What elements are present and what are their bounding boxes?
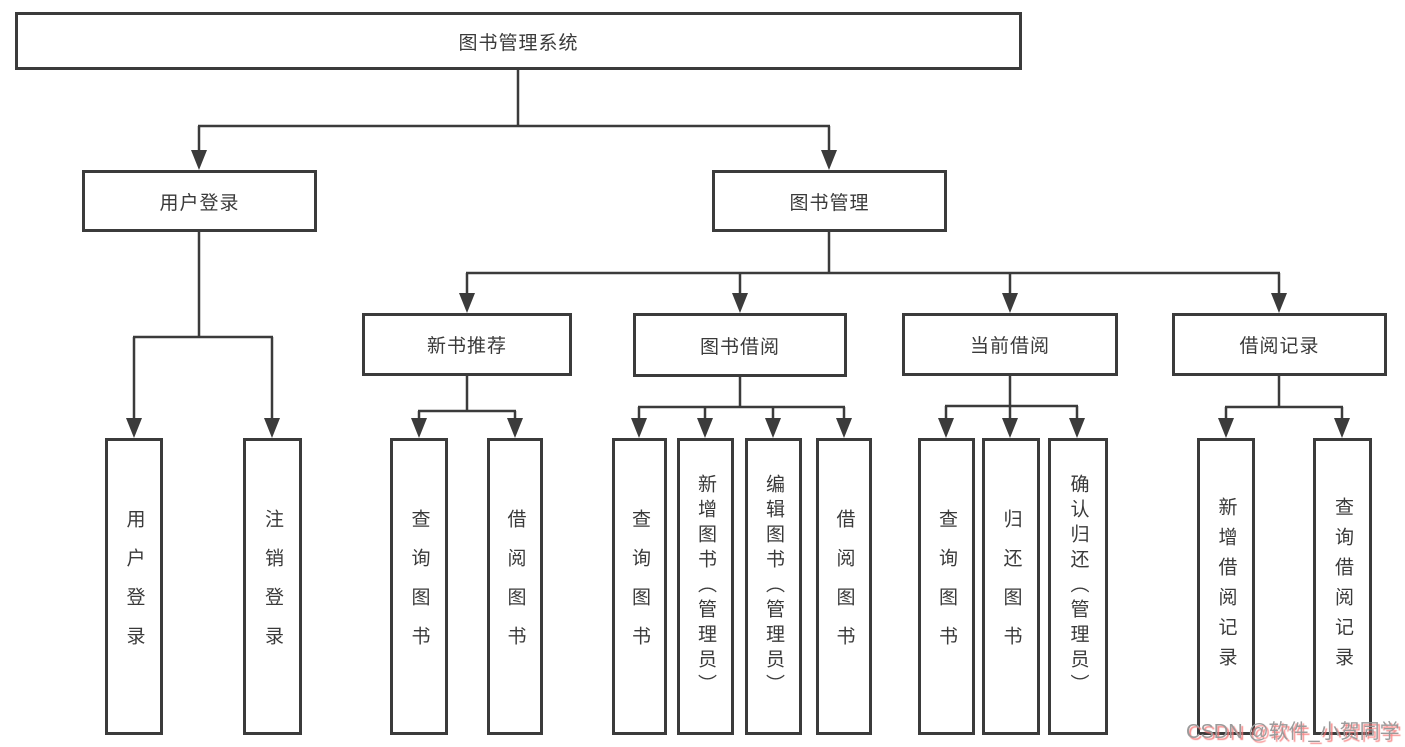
node-root: 图书管理系统 [15, 12, 1022, 70]
node-new-book-recommend: 新书推荐 [362, 313, 572, 376]
leaf-label: 新增图书（管理员） [695, 474, 716, 699]
leaf-return-book: 归还图书 [982, 438, 1040, 735]
leaf-label: 借阅图书 [504, 508, 526, 665]
csdn-watermark: CSDN @软件_小贺同学 [1186, 721, 1400, 743]
node-book-management: 图书管理 [712, 170, 947, 232]
leaf-borrow-book-1: 借阅图书 [487, 438, 543, 735]
leaf-label: 编辑图书（管理员） [763, 474, 784, 699]
leaf-label: 用户登录 [123, 508, 145, 665]
leaf-label: 新增借阅记录 [1215, 496, 1237, 677]
leaf-label: 归还图书 [1000, 508, 1022, 665]
leaf-label: 查询借阅记录 [1332, 496, 1353, 677]
leaf-query-borrow-record: 查询借阅记录 [1313, 438, 1372, 735]
leaf-label: 查询图书 [629, 508, 650, 665]
node-user-login: 用户登录 [82, 170, 317, 232]
leaf-label: 确认归还（管理员） [1067, 474, 1089, 699]
leaf-label: 注销登录 [262, 508, 283, 665]
leaf-query-book-3: 查询图书 [918, 438, 975, 735]
node-borrow-records: 借阅记录 [1172, 313, 1387, 376]
leaf-add-book-admin: 新增图书（管理员） [677, 438, 734, 735]
leaf-borrow-book-2: 借阅图书 [816, 438, 872, 735]
node-current-borrow: 当前借阅 [902, 313, 1118, 376]
leaf-label: 查询图书 [936, 508, 957, 665]
leaf-user-login: 用户登录 [105, 438, 163, 735]
node-book-borrow: 图书借阅 [633, 313, 847, 377]
leaf-label: 查询图书 [408, 508, 430, 665]
leaf-edit-book-admin: 编辑图书（管理员） [745, 438, 802, 735]
leaf-label: 借阅图书 [833, 508, 855, 665]
leaf-confirm-return-admin: 确认归还（管理员） [1048, 438, 1108, 735]
leaf-logout: 注销登录 [243, 438, 302, 735]
leaf-query-book-1: 查询图书 [390, 438, 448, 735]
leaf-query-book-2: 查询图书 [612, 438, 667, 735]
leaf-add-borrow-record: 新增借阅记录 [1197, 438, 1255, 735]
